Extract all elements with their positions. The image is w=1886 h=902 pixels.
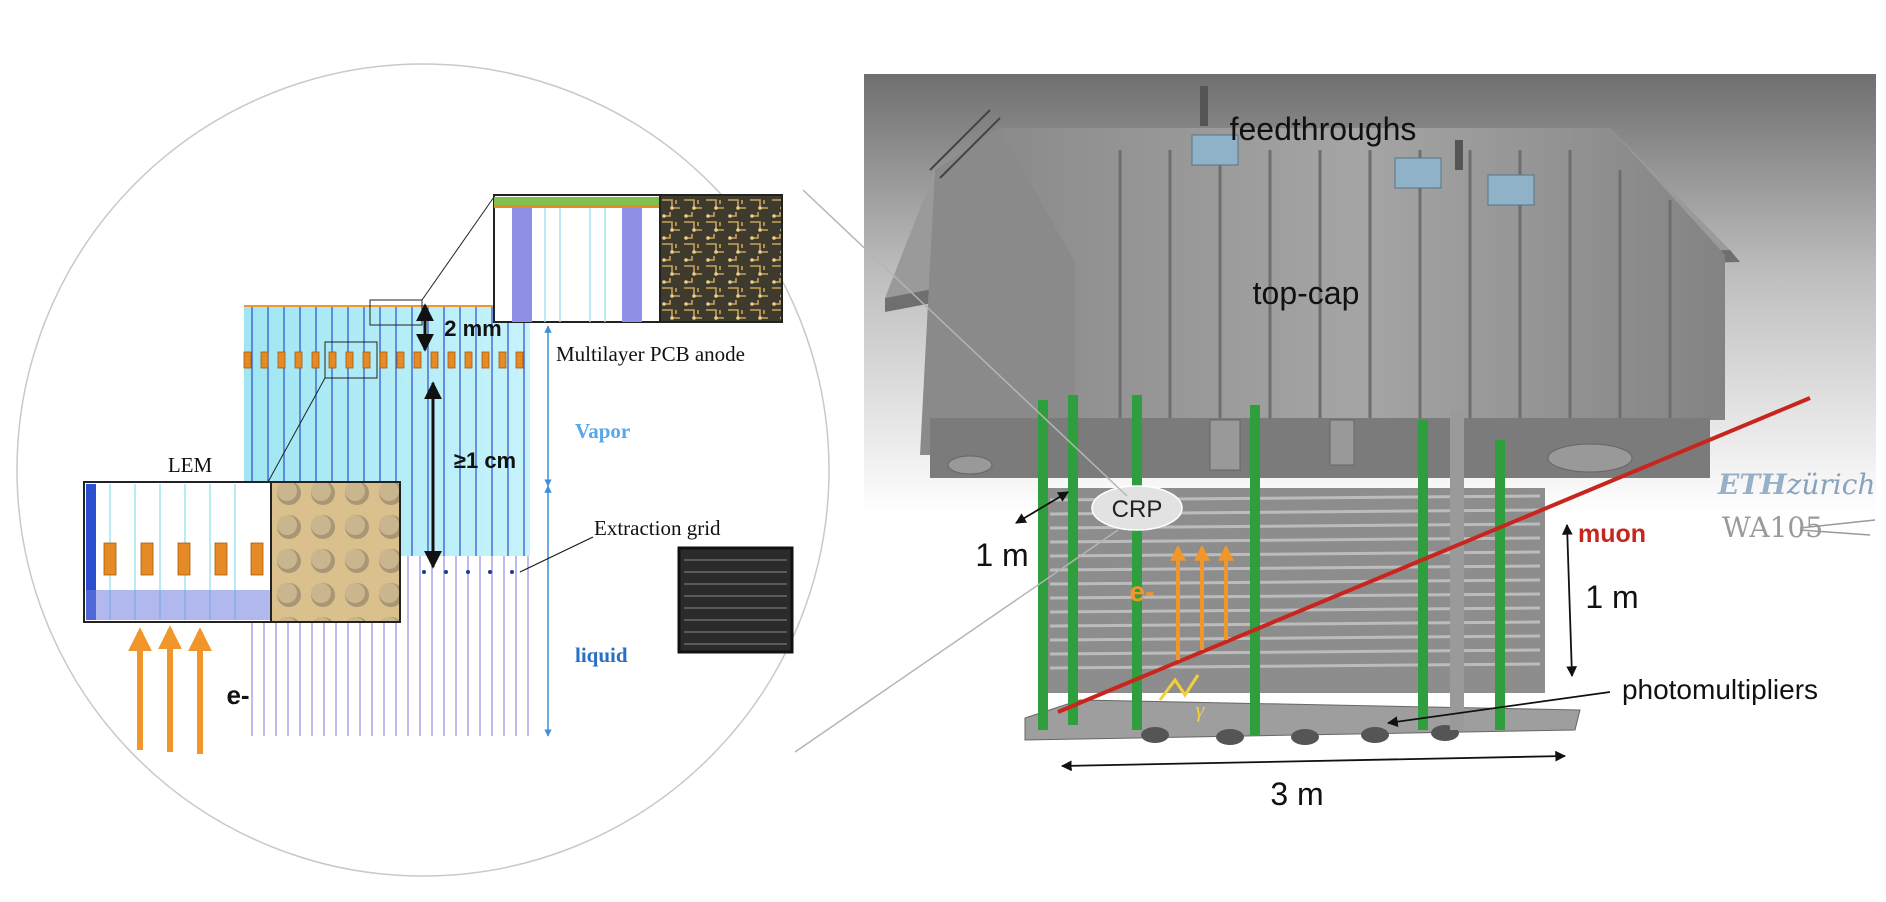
vapor-label: Vapor (575, 419, 630, 443)
depth-dimension-arrow (1015, 491, 1069, 524)
support-pillars (1038, 395, 1505, 735)
top-cap-body (920, 128, 1075, 455)
muon-label: muon (1578, 520, 1646, 548)
grid-pointer-line (519, 536, 594, 573)
gamma-shower (1158, 674, 1200, 701)
width-label: 3 m (1270, 776, 1323, 812)
gap-1cm-label: ≥1 cm (454, 448, 516, 473)
zoom-line-bottom (794, 529, 1119, 753)
pmt-pointer-arrow (1386, 691, 1611, 728)
drift-electron-label: e- (1130, 576, 1155, 607)
height-label: 1 m (1585, 579, 1638, 615)
zoom-line-top (802, 189, 1128, 497)
height-dimension-arrow (1561, 523, 1578, 678)
wa105-logo-swoosh (1799, 519, 1876, 536)
lem-label: LEM (168, 453, 213, 477)
extraction-grid-wires (422, 570, 514, 574)
feedthroughs-label: feedthroughs (1230, 111, 1417, 147)
top-cap-ribs (1118, 150, 1672, 418)
lem-zoom-marker (324, 341, 378, 379)
input-electron-arrows (128, 625, 212, 754)
grid-photo (677, 546, 794, 654)
grid-label: Extraction grid (594, 516, 721, 540)
anode-inset (493, 194, 783, 323)
pmt-label: photomultipliers (1622, 674, 1818, 705)
feed-tube (1450, 410, 1464, 730)
muon-track (1057, 396, 1811, 714)
cap-cylinders (947, 419, 1633, 475)
detector-render: feedthroughs top-cap CRP 1 m 1 m 3 m muo… (864, 74, 1876, 812)
eth-logo: ETHzürich (1717, 468, 1875, 501)
drift-electron-arrows (1170, 544, 1234, 660)
topcap-label: top-cap (1253, 275, 1360, 311)
input-electron-label: e- (226, 680, 249, 710)
lem-inset (83, 481, 401, 623)
gamma-label: γ (1196, 697, 1206, 722)
crp-badge (1091, 485, 1183, 531)
lem-zoom-connector (267, 377, 326, 483)
field-lines-liquid (251, 556, 529, 736)
liquid-label: liquid (575, 643, 628, 667)
crp-label: CRP (1112, 496, 1163, 523)
gap-2mm-label: 2 mm (444, 316, 501, 341)
width-dimension-arrow (1060, 750, 1567, 772)
feedthrough-units (929, 86, 1535, 206)
anode-label: Multilayer PCB anode (556, 342, 745, 366)
zoom-panel: LEM 2 mm ≥1 cm Multilayer PCB anode Vapo… (16, 63, 1128, 877)
lem-electrodes (243, 351, 524, 369)
depth-label: 1 m (975, 537, 1028, 573)
anode-zoom-connector (421, 196, 495, 301)
top-cap-front (1000, 128, 1725, 420)
